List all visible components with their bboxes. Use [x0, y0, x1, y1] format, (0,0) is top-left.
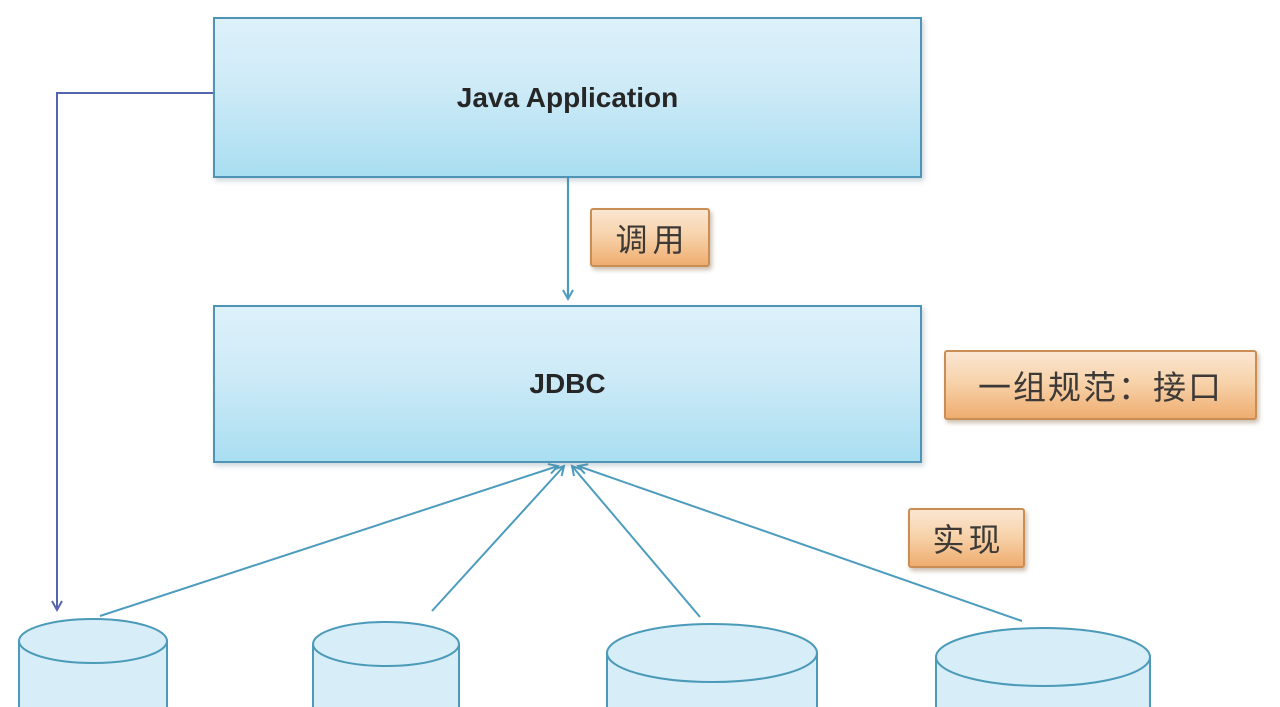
edge-database3-to-jdbc — [570, 464, 701, 618]
node-jdbc-label: JDBC — [529, 368, 606, 399]
database-cylinder-4 — [935, 627, 1151, 707]
edge-database1-to-jdbc — [99, 463, 560, 617]
annotation-call: 调用 — [590, 208, 710, 267]
node-jdbc: JDBC — [213, 305, 922, 463]
node-java-application-label: Java Application — [456, 81, 679, 113]
database-cylinder-1 — [18, 618, 168, 707]
annotation-specification: 一组规范：接口 — [944, 350, 1257, 420]
edge-database2-to-jdbc — [431, 464, 566, 612]
edge-database4-to-jdbc — [576, 463, 1023, 622]
node-java-application: Java Application — [213, 17, 922, 178]
annotation-call-label: 调用 — [615, 220, 690, 259]
annotation-specification-label: 一组规范：接口 — [978, 368, 1223, 407]
edge-javaapp-to-database1 — [51, 92, 213, 613]
database-cylinder-3 — [606, 623, 818, 707]
database-cylinder-2 — [312, 621, 460, 707]
annotation-implementation-label: 实现 — [932, 521, 1005, 559]
annotation-implementation: 实现 — [908, 508, 1025, 568]
